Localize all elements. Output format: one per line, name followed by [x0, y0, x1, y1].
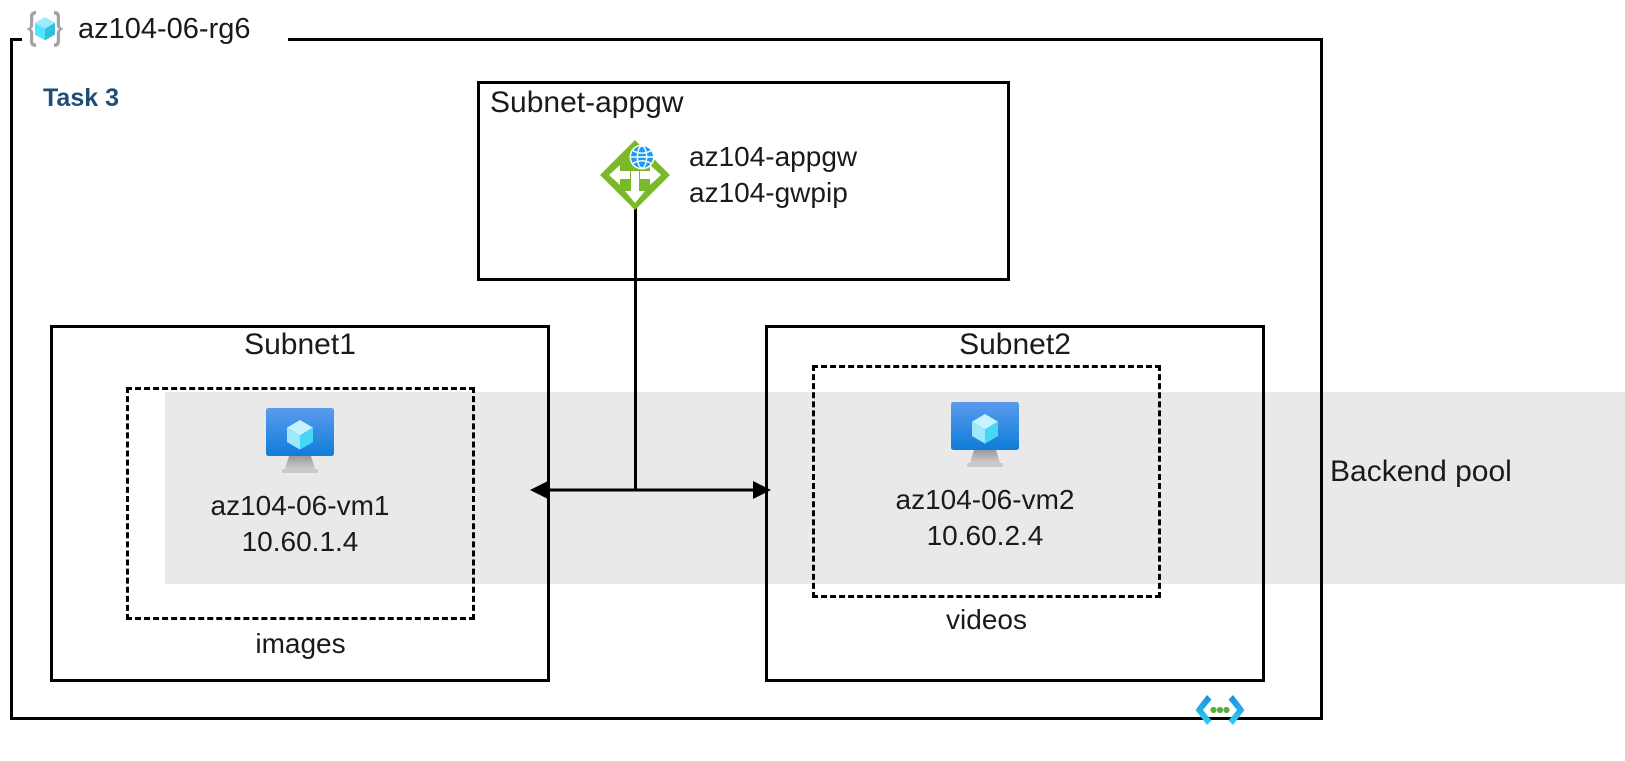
virtual-machine-icon [946, 398, 1024, 470]
resource-group-top-border-right [288, 38, 1323, 41]
backend-pool-label: Backend pool [1330, 455, 1512, 488]
subnet1-dashed-group [126, 387, 475, 620]
resource-group-top-border-left [10, 38, 22, 41]
code-brackets-icon [1192, 690, 1248, 730]
vm1-name: az104-06-vm1 [210, 490, 390, 521]
connector-double-arrow [528, 472, 773, 513]
vm2-ip: 10.60.2.4 [926, 519, 1044, 551]
resource-group-name: az104-06-rg6 [78, 12, 251, 45]
appgw-resource-name: az104-appgw [689, 140, 858, 172]
task-label: Task 3 [43, 84, 119, 112]
subnet2-box [765, 325, 1265, 682]
subnet2-dashed-group [812, 365, 1161, 598]
subnet2-title: Subnet2 [959, 328, 1071, 361]
subnet2-asg-caption: videos [946, 604, 1027, 635]
subnet1-title: Subnet1 [244, 328, 356, 361]
virtual-machine-icon [261, 404, 339, 476]
resource-group-header: az104-06-rg6 [22, 6, 259, 52]
subnet-appgw-box [477, 81, 1010, 281]
vm2-block: az104-06-vm2 10.60.2.4 [860, 398, 1110, 554]
subnet1-asg-caption: images [255, 628, 346, 659]
vm1-block: az104-06-vm1 10.60.1.4 [175, 404, 425, 560]
vm1-ip: 10.60.1.4 [241, 525, 359, 557]
connector-vertical-line [634, 207, 637, 490]
subnet1-box [50, 325, 550, 682]
resource-group-frame [10, 38, 1323, 720]
application-gateway-icon [597, 137, 673, 213]
resource-group-cube-icon [22, 6, 68, 52]
application-gateway-group: az104-appgw az104-gwpip [597, 137, 857, 213]
backend-pool-band [165, 392, 1625, 584]
appgw-public-ip-name: az104-gwpip [689, 177, 848, 208]
application-gateway-labels: az104-appgw az104-gwpip [689, 139, 857, 212]
subnet-appgw-title: Subnet-appgw [490, 86, 684, 119]
vm2-name: az104-06-vm2 [895, 484, 1075, 515]
